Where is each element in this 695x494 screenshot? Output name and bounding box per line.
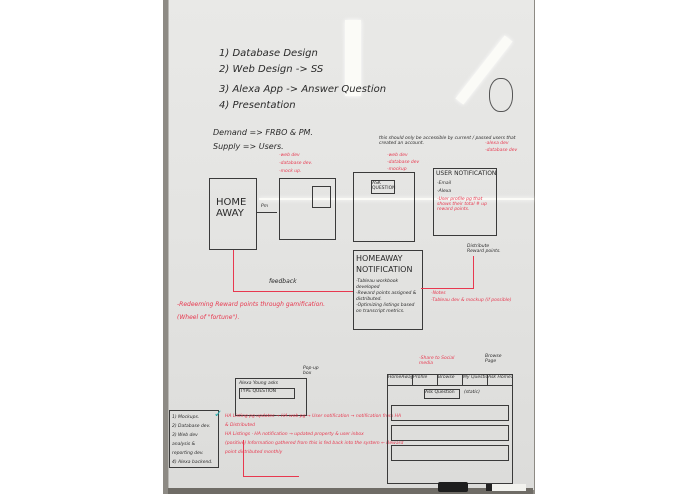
light-reflection bbox=[259, 198, 534, 200]
ask-notes: -web dev-database dev-mockup bbox=[387, 153, 420, 172]
ask-question-button: Ask Question bbox=[424, 389, 460, 399]
redeeming-note: -Redeeming Reward points through gamific… bbox=[177, 301, 326, 321]
todo-item: 2) Web Design -> SS bbox=[219, 64, 324, 75]
browse-page-wireframe: HomeAway Profile Browse My Questions Ask… bbox=[387, 374, 513, 484]
todo-item: 4) Presentation bbox=[219, 100, 296, 111]
checkmark-icon: ✓ bbox=[214, 409, 223, 420]
homeaway-box: HOME AWAY bbox=[209, 178, 257, 250]
popup-label: Pop-up box bbox=[303, 366, 319, 376]
ha-notification-box: HOMEAWAY NOTIFICATION -Tableau workbook … bbox=[353, 250, 423, 330]
feedback-label: feedback bbox=[269, 278, 297, 285]
checklist-box: 1) Mockups.2) Database dev.3) Web dev an… bbox=[169, 410, 219, 468]
share-note: -Share to Social media bbox=[419, 356, 455, 366]
question-row bbox=[391, 445, 509, 461]
whiteboard: 1) Database Design 2) Web Design -> SS 3… bbox=[168, 0, 534, 490]
doodle-icon bbox=[489, 78, 513, 112]
question-row bbox=[391, 405, 509, 421]
web-dev-notes: -web dev-database dev.-mock up. bbox=[279, 153, 313, 174]
marker bbox=[486, 484, 526, 491]
supply-note: Supply => Users. bbox=[213, 142, 284, 151]
pm-arrow bbox=[257, 212, 277, 213]
notes-right: -Notes-Tableau dev & mockup (if possible… bbox=[431, 291, 512, 303]
alexa-notes: -alexa dev-database dev bbox=[485, 141, 518, 153]
marker-tray bbox=[168, 488, 533, 494]
question-row bbox=[391, 425, 509, 441]
distribute-note: Distribute Reward points. bbox=[467, 244, 501, 254]
demand-note: Demand => FRBO & PM. bbox=[213, 128, 313, 137]
eraser bbox=[438, 482, 468, 492]
user-notification-box: USER NOTIFICATION -Email -Alexa -User pr… bbox=[433, 168, 497, 236]
bottom-flow: HA Listing pg updates → HA web pg → User… bbox=[225, 414, 404, 455]
ask-screen bbox=[353, 172, 415, 242]
feedback-loop bbox=[233, 250, 234, 292]
ask-question-button: ASK QUESTION bbox=[371, 180, 396, 194]
web-wireframe-panel bbox=[312, 186, 331, 208]
browse-page-label: Browse Page bbox=[485, 354, 502, 364]
light-reflection bbox=[345, 20, 361, 96]
todo-item: 3) Alexa App -> Answer Question bbox=[219, 84, 387, 95]
static-label: (static) bbox=[464, 390, 480, 395]
web-wireframe bbox=[279, 178, 336, 240]
todo-item: 1) Database Design bbox=[219, 48, 318, 59]
access-note: this should only be accessible by curren… bbox=[379, 136, 516, 146]
popup-wireframe: Alexa Young asks TYPE QUESTION bbox=[235, 378, 307, 416]
